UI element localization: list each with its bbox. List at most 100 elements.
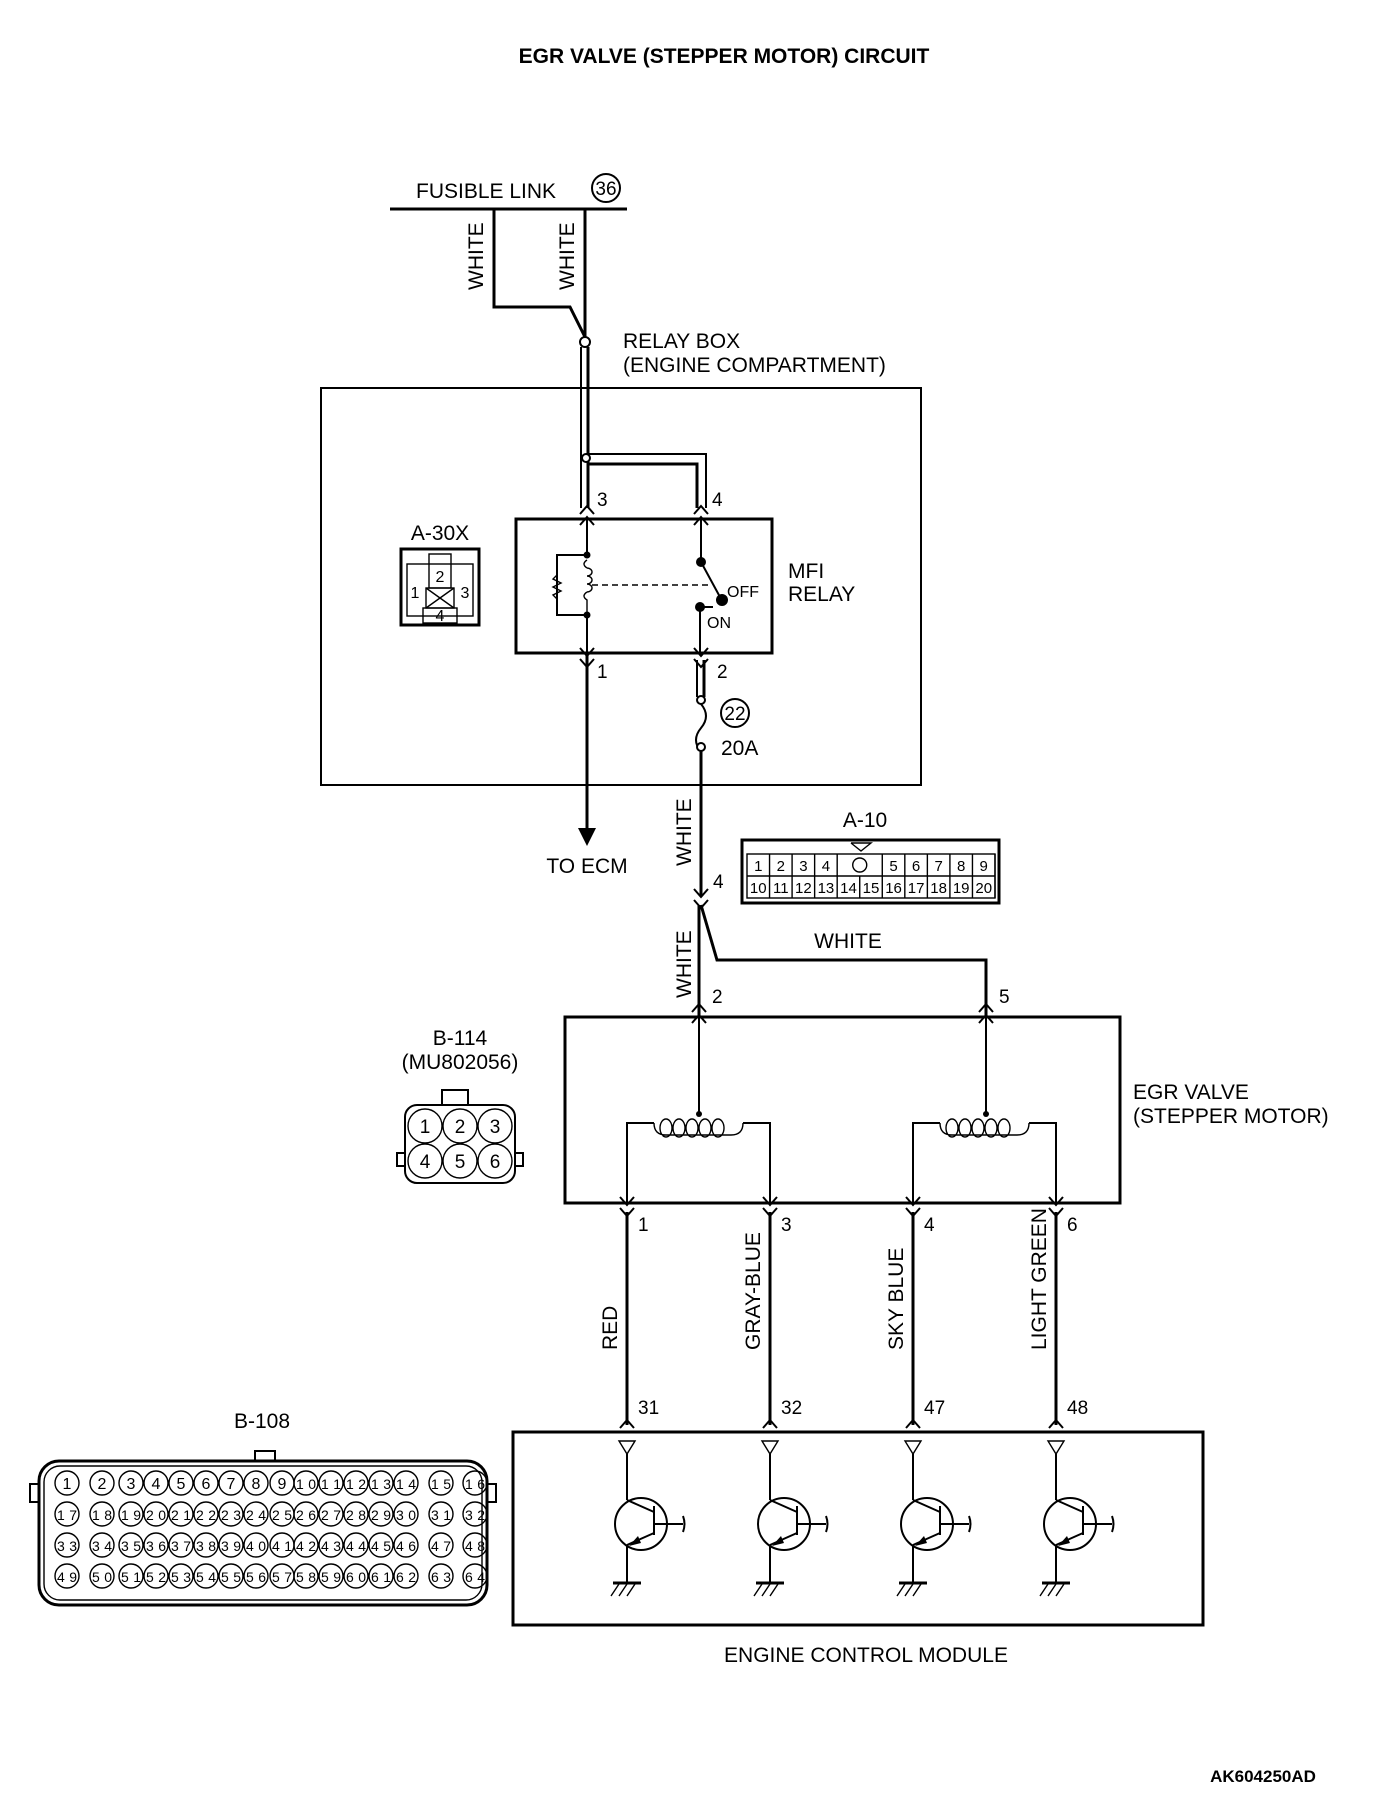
a10-pin: 16 [885, 880, 902, 897]
b108-pin [243, 1563, 269, 1589]
svg-text:50: 50 [92, 1569, 112, 1585]
egr-output-pin: 3 [781, 1215, 792, 1236]
b108-pin [118, 1532, 144, 1558]
b108-pin [218, 1470, 244, 1496]
b108-pin [89, 1532, 115, 1558]
svg-text:32: 32 [465, 1507, 485, 1523]
connector-b114-label: B-114 [433, 1027, 488, 1050]
b114-pin [477, 1108, 513, 1144]
a30x-pin: 3 [461, 585, 470, 602]
svg-text:47: 47 [431, 1538, 451, 1554]
b108-pin [243, 1501, 269, 1527]
ecm-pin: 31 [638, 1398, 659, 1419]
svg-text:25: 25 [272, 1507, 292, 1523]
svg-text:8: 8 [252, 1476, 261, 1493]
svg-text:57: 57 [272, 1569, 292, 1585]
svg-text:6: 6 [202, 1476, 211, 1493]
svg-text:17: 17 [57, 1507, 77, 1523]
svg-text:31: 31 [431, 1507, 451, 1523]
svg-text:58: 58 [296, 1569, 316, 1585]
svg-text:7: 7 [227, 1476, 236, 1493]
a10-pin: 9 [980, 858, 988, 875]
b108-pin [168, 1563, 194, 1589]
b108-pin [193, 1532, 219, 1558]
b108-pin [293, 1470, 319, 1496]
svg-text:63: 63 [431, 1569, 451, 1585]
svg-text:49: 49 [57, 1569, 77, 1585]
b108-pin [143, 1532, 169, 1558]
b114-pin [442, 1143, 478, 1179]
relay-box [320, 387, 922, 786]
wire-color-label: RED [599, 1306, 622, 1350]
svg-text:41: 41 [272, 1538, 292, 1554]
ecm-label: ENGINE CONTROL MODULE [724, 1644, 1008, 1667]
junction-pin: 4 [713, 872, 724, 893]
b108-pin [218, 1501, 244, 1527]
svg-text:61: 61 [371, 1569, 391, 1585]
b114-pin [407, 1108, 443, 1144]
b108-pin [54, 1532, 80, 1558]
a10-pin: 17 [908, 880, 925, 897]
relay-pin-4: 4 [712, 490, 723, 511]
b108-pin [318, 1563, 344, 1589]
b108-pin [143, 1501, 169, 1527]
relay-pin-3: 3 [597, 490, 608, 511]
b108-pin [218, 1532, 244, 1558]
svg-text:60: 60 [346, 1569, 366, 1585]
transistor-icon [753, 1440, 829, 1597]
wire-color-label: WHITE [673, 798, 696, 866]
a10-pin: 1 [754, 858, 762, 875]
transistor-icon [896, 1440, 972, 1597]
a30x-pin: 1 [411, 585, 420, 602]
svg-text:56: 56 [246, 1569, 266, 1585]
svg-text:35: 35 [121, 1538, 141, 1554]
b114-pin [442, 1108, 478, 1144]
svg-text:2: 2 [455, 1117, 466, 1138]
connector-a10-label: A-10 [843, 809, 887, 832]
svg-text:30: 30 [396, 1507, 416, 1523]
svg-text:6: 6 [490, 1152, 501, 1173]
a10-pin: 20 [975, 880, 992, 897]
a10-pin: 19 [953, 880, 970, 897]
svg-text:3: 3 [490, 1117, 501, 1138]
b108-pin [368, 1470, 394, 1496]
b108-pin [343, 1532, 369, 1558]
to-ecm-wire: TO ECM [546, 653, 628, 878]
svg-text:42: 42 [296, 1538, 316, 1554]
junction-a10: WHITE 4 WHITE WHITE [673, 798, 988, 1017]
b108-pin [54, 1501, 80, 1527]
svg-text:9: 9 [278, 1476, 287, 1493]
svg-text:14: 14 [396, 1476, 416, 1492]
b108-pin [54, 1470, 80, 1496]
a10-pin: 4 [822, 858, 830, 875]
connector-a30x: A-30X 2 1 3 4 [399, 522, 481, 627]
relay-box-label: RELAY BOX [623, 330, 740, 353]
egr-output-pin: 1 [638, 1215, 649, 1236]
svg-text:23: 23 [221, 1507, 241, 1523]
b108-pin [393, 1532, 419, 1558]
engine-control-module: ENGINE CONTROL MODULE [511, 1430, 1205, 1667]
b108-pin [89, 1501, 115, 1527]
svg-text:48: 48 [465, 1538, 485, 1554]
relay-pin-1: 1 [597, 662, 608, 683]
a10-pin: 14 [840, 880, 857, 897]
svg-text:19: 19 [121, 1507, 141, 1523]
svg-text:27: 27 [321, 1507, 341, 1523]
b108-pin [54, 1563, 80, 1589]
a10-pin: 7 [934, 858, 942, 875]
b108-pin [143, 1563, 169, 1589]
fusible-link-wires: WHITE WHITE [465, 209, 591, 348]
wire-color-label: LIGHT GREEN [1028, 1208, 1051, 1350]
svg-text:13: 13 [371, 1476, 391, 1492]
svg-text:10: 10 [296, 1476, 316, 1492]
b108-pin [118, 1501, 144, 1527]
b114-pin [477, 1143, 513, 1179]
b108-pin [193, 1501, 219, 1527]
svg-text:59: 59 [321, 1569, 341, 1585]
svg-text:4: 4 [152, 1476, 161, 1493]
egr-output-pin: 4 [924, 1215, 935, 1236]
svg-text:24: 24 [246, 1507, 266, 1523]
